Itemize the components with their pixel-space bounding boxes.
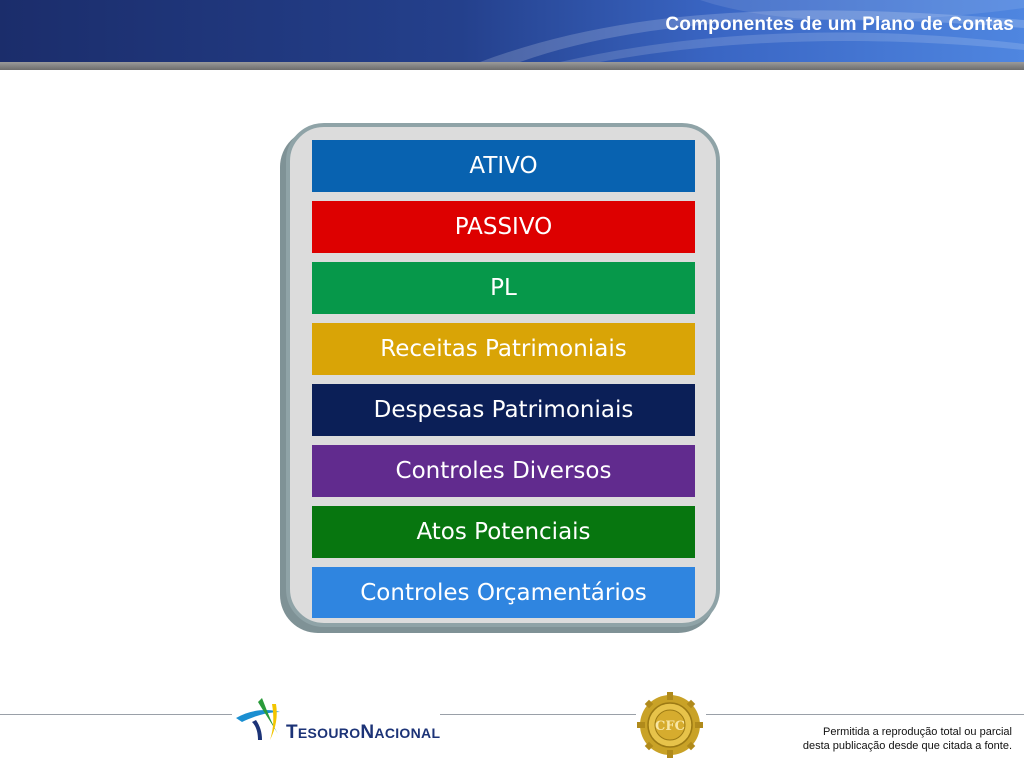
account-label: Controles Diversos [395,458,612,484]
tesouro-nacional-logo-icon [236,698,280,740]
permission-line-2: desta publicação desde que citada a font… [802,740,1012,752]
account-bar-atos-potenciais: Atos Potenciais [312,506,695,558]
header-swoosh-graphic [480,0,1024,62]
tesouro-nacional-wordmark: TESOURONACIONAL [286,722,440,744]
account-bar-receitas-patrimoniais: Receitas Patrimoniais [312,323,695,375]
account-bar-passivo: PASSIVO [312,201,695,253]
account-label: Atos Potenciais [416,519,591,545]
header-divider-stripe [0,62,1024,70]
account-label: PASSIVO [454,214,553,240]
account-label: Receitas Patrimoniais [380,336,627,362]
footer-divider-left [0,714,232,715]
footer-divider-right [706,714,1024,715]
seal-text: CFC [655,719,685,734]
cfc-seal-icon: CFC [637,692,703,758]
account-label: Controles Orçamentários [360,579,647,606]
account-label: Despesas Patrimoniais [373,397,634,423]
account-bar-ativo: ATIVO [312,140,695,192]
wordmark-initial-t: T [286,722,298,743]
account-bar-pl: PL [312,262,695,314]
page-title: Componentes de um Plano de Contas [665,14,1014,35]
footer-divider-middle [440,714,636,715]
permission-line-1: Permitida a reprodução total ou parcial [823,726,1012,738]
wordmark-rest-nacional: ACIONAL [374,725,441,741]
account-label: PL [490,275,517,301]
account-bar-controles-orcamentarios: Controles Orçamentários [312,567,695,618]
wordmark-initial-n: N [360,722,375,743]
header-banner: Componentes de um Plano de Contas [0,0,1024,62]
reproduction-permission-note: Permitida a reprodução total ou parcial … [803,725,1012,753]
wordmark-rest-tesouro: ESOURO [297,725,361,741]
account-label: ATIVO [469,153,538,179]
account-bar-despesas-patrimoniais: Despesas Patrimoniais [312,384,695,436]
account-bar-controles-diversos: Controles Diversos [312,445,695,497]
